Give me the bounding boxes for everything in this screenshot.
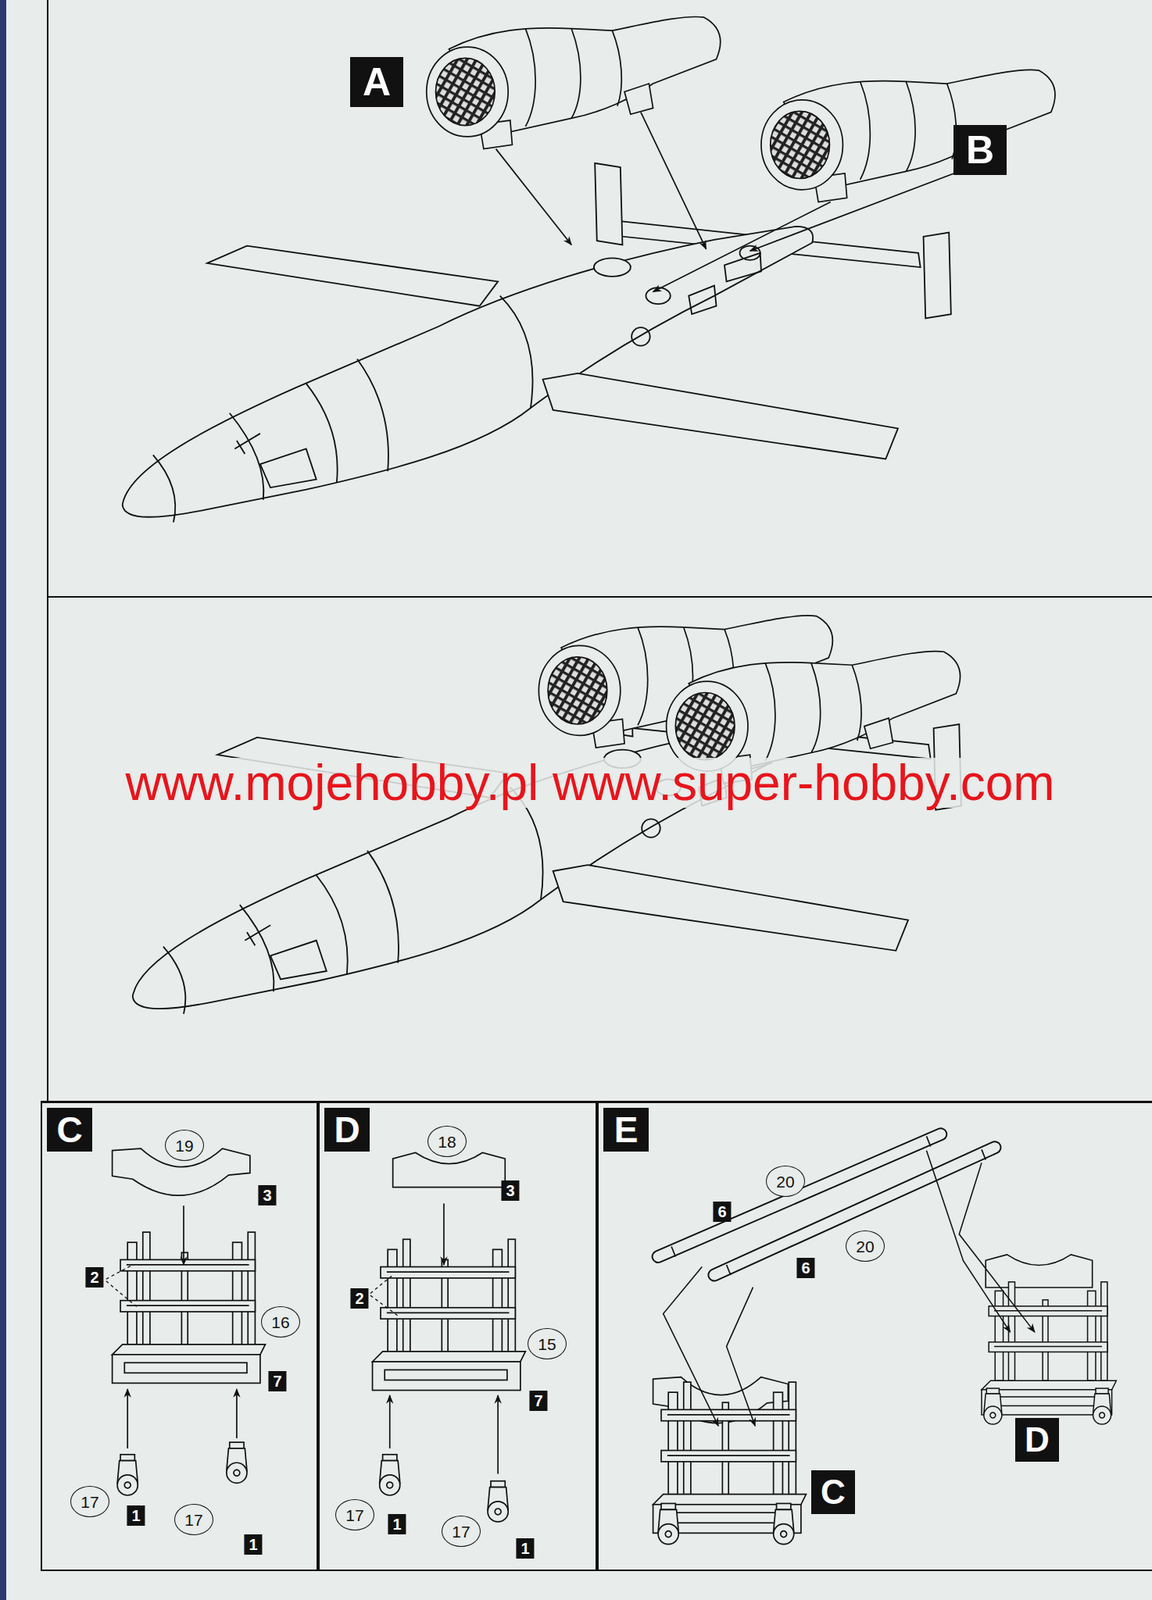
part-number: 7 xyxy=(529,1391,548,1412)
part-number: 2 xyxy=(85,1267,104,1288)
part-number: 1 xyxy=(126,1506,145,1527)
part-number: 7 xyxy=(268,1371,287,1392)
part-number: 1 xyxy=(243,1534,262,1556)
part-number: 6 xyxy=(796,1258,815,1279)
part-number: 2 xyxy=(350,1288,369,1310)
step-number: 15 xyxy=(527,1328,567,1360)
step-number: 17 xyxy=(70,1486,110,1518)
sub-assembly-letter: D xyxy=(1015,1418,1059,1463)
step-number: 17 xyxy=(174,1504,214,1536)
part-number: 1 xyxy=(387,1514,406,1535)
step-letter: D xyxy=(324,1108,370,1152)
view-letter: A xyxy=(350,57,404,108)
step-number: 20 xyxy=(845,1230,885,1263)
step-number: 16 xyxy=(261,1306,301,1339)
watermark: www.mojehobby.pl www.super-hobby.com xyxy=(123,758,1056,809)
step-number: 17 xyxy=(441,1516,481,1548)
sub-assembly-letter: C xyxy=(811,1470,856,1515)
part-number: 3 xyxy=(500,1180,519,1202)
part-number: 1 xyxy=(515,1538,534,1560)
step-letter: E xyxy=(603,1108,649,1152)
step-number: 20 xyxy=(765,1166,805,1198)
view-letter: B xyxy=(953,125,1007,176)
part-number: 3 xyxy=(257,1185,276,1206)
step-number: 18 xyxy=(427,1126,467,1158)
step-number: 19 xyxy=(164,1130,204,1162)
step-panel: E xyxy=(597,1101,1152,1572)
step-number: 17 xyxy=(335,1499,375,1532)
part-number: 6 xyxy=(712,1202,731,1223)
step-letter: C xyxy=(46,1108,93,1152)
